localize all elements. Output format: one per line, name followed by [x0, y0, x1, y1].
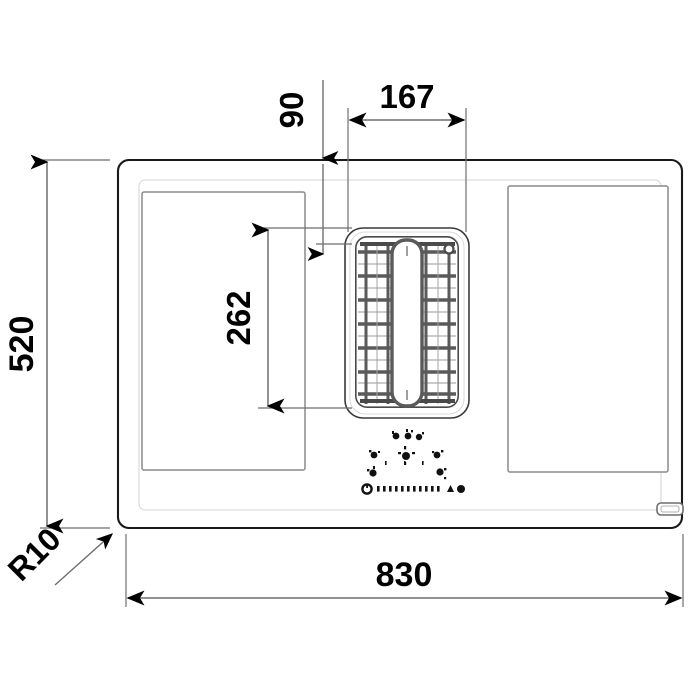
dimension-label-262: 262: [220, 290, 257, 345]
dimension-label-520: 520: [3, 316, 41, 373]
dimension-label-830: 830: [376, 556, 433, 594]
dimension-520-depth: 520: [3, 154, 110, 534]
end-dot-icon[interactable]: [457, 485, 465, 493]
plus-icon[interactable]: [436, 468, 447, 480]
minus-icon[interactable]: [367, 466, 377, 477]
bridge-icon[interactable]: [432, 450, 444, 459]
dimension-90-offset: 90: [273, 80, 352, 261]
up-arrow-icon[interactable]: [447, 485, 454, 492]
dimension-830-width: 830: [125, 534, 684, 607]
dimension-262-depth: 262: [220, 222, 352, 414]
dimension-label-r10: R10: [1, 521, 68, 588]
dimension-label-167: 167: [379, 78, 434, 115]
slider-dots[interactable]: [377, 486, 440, 492]
extra-top-icon[interactable]: [415, 432, 424, 441]
boost-icon[interactable]: [404, 429, 413, 440]
dimension-r10-radius: R10: [1, 521, 114, 588]
dimension-167-grill-width: 167: [347, 78, 467, 232]
dimension-label-90: 90: [273, 92, 310, 129]
touch-control-panel[interactable]: [361, 429, 465, 495]
grill-grid: [355, 236, 459, 408]
brand-logo-badge: [656, 502, 684, 516]
slider-ticks: [385, 461, 424, 465]
power-level-slider[interactable]: [361, 483, 465, 495]
right-cooking-zone: [507, 185, 669, 473]
lock-icon[interactable]: [369, 450, 380, 459]
timer-icon[interactable]: [392, 431, 400, 440]
downdraft-extractor-grill[interactable]: [344, 227, 470, 419]
